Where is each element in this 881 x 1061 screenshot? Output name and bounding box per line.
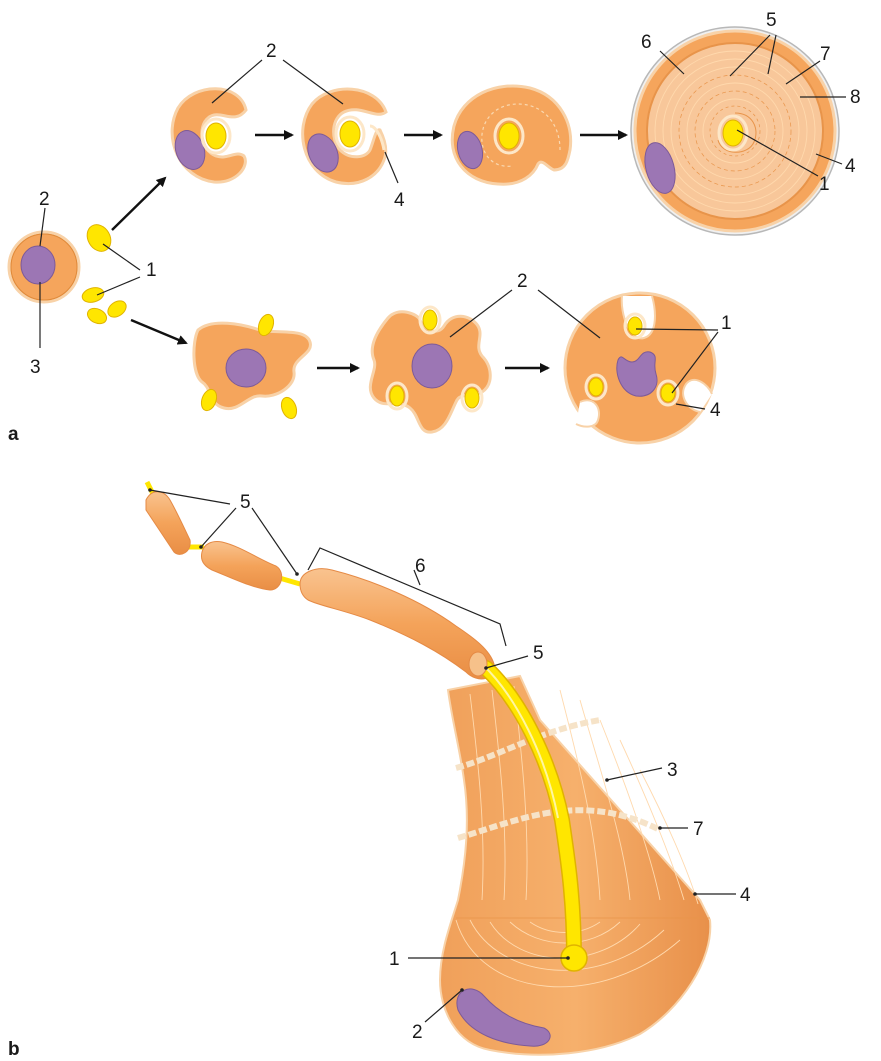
label-b-2: 2 bbox=[412, 1022, 423, 1043]
label-2-top: 2 bbox=[266, 41, 277, 62]
label-6: 6 bbox=[641, 32, 652, 53]
label-3: 3 bbox=[30, 357, 41, 378]
internode-segments bbox=[145, 491, 495, 680]
label-2-left: 2 bbox=[39, 189, 50, 210]
label-b-7: 7 bbox=[693, 819, 704, 840]
unmyelinated-stage-2 bbox=[368, 305, 492, 434]
myelination-stage-3 bbox=[450, 84, 573, 186]
label-b-3: 3 bbox=[667, 760, 678, 781]
label-5-top: 5 bbox=[766, 10, 777, 31]
label-7-top: 7 bbox=[820, 44, 831, 65]
unmyelinated-stage-3 bbox=[563, 291, 717, 445]
label-b-1: 1 bbox=[389, 949, 400, 970]
label-4-final: 4 bbox=[845, 156, 856, 177]
label-b-5b: 5 bbox=[533, 643, 544, 664]
myelination-stage-1 bbox=[170, 87, 248, 184]
panel-label-a: a bbox=[8, 424, 19, 445]
label-b-5: 5 bbox=[240, 492, 251, 513]
myelination-stage-4 bbox=[630, 26, 840, 236]
myelination-stage-2 bbox=[301, 87, 388, 185]
arrows bbox=[111, 130, 628, 373]
label-b-4: 4 bbox=[740, 885, 751, 906]
label-b-6: 6 bbox=[415, 556, 426, 577]
panel-b: 5 6 5 3 7 4 1 2 b bbox=[8, 480, 751, 1060]
leader-lines-b bbox=[148, 488, 736, 1023]
label-1-top: 1 bbox=[819, 174, 830, 195]
label-4-bottom: 4 bbox=[710, 400, 721, 421]
label-4-top: 4 bbox=[394, 190, 405, 211]
nucleus bbox=[20, 245, 56, 285]
schwann-cell-initial bbox=[7, 230, 81, 304]
leader-lines-a bbox=[39, 34, 846, 410]
label-2-bottom: 2 bbox=[517, 271, 528, 292]
label-8: 8 bbox=[850, 87, 861, 108]
label-1-bottom: 1 bbox=[721, 313, 732, 334]
labels-b: 5 6 5 3 7 4 1 2 b bbox=[8, 492, 751, 1060]
panel-a: 2 1 3 2 4 6 5 7 8 1 4 2 1 4 a bbox=[7, 10, 861, 445]
panel-label-b: b bbox=[8, 1039, 20, 1060]
label-1-mid: 1 bbox=[146, 260, 157, 281]
labels-a: 2 1 3 2 4 6 5 7 8 1 4 2 1 4 a bbox=[8, 10, 861, 445]
axon-central bbox=[468, 651, 588, 972]
axons-loose bbox=[81, 224, 127, 325]
unmyelinated-stage-1 bbox=[192, 313, 312, 420]
